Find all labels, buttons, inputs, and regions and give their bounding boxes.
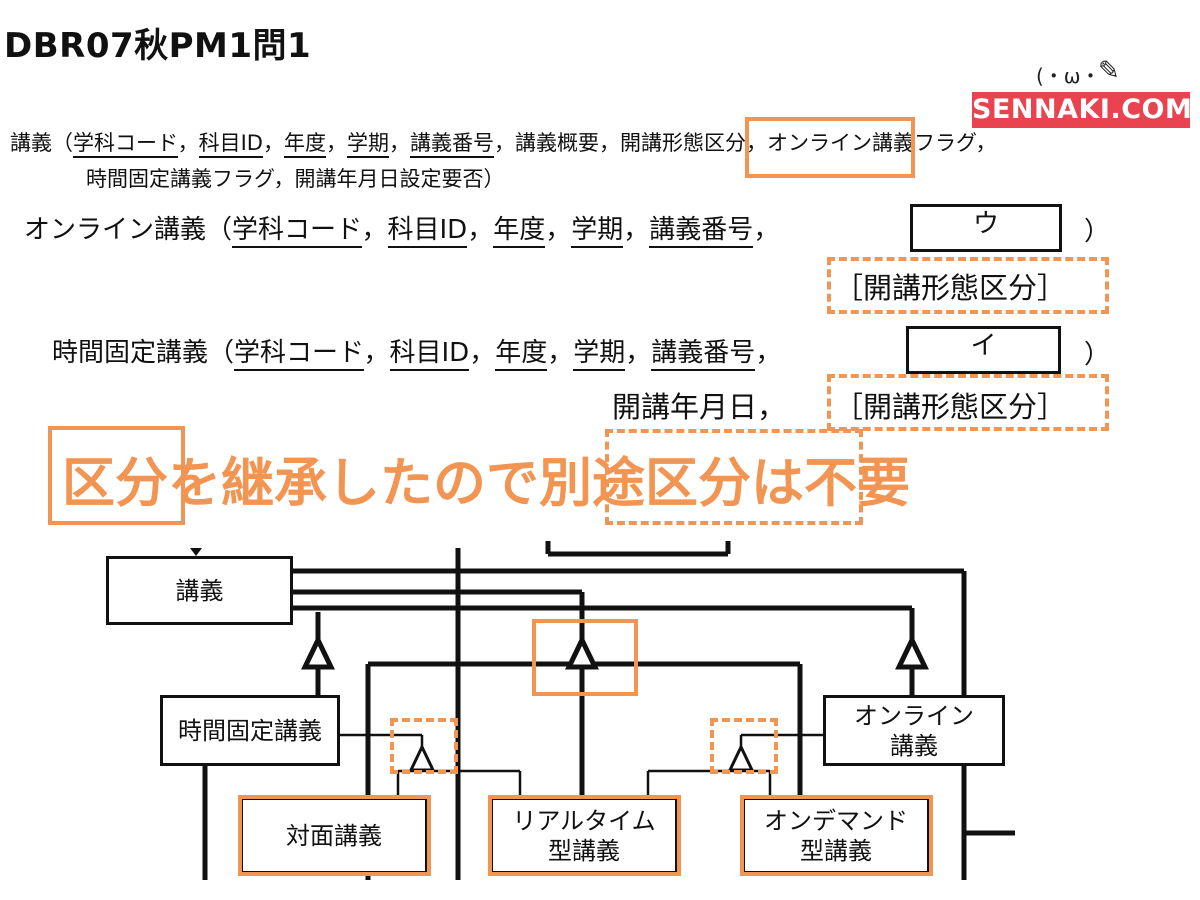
sep: ，: [753, 215, 780, 245]
key-attr: 科目ID: [387, 215, 468, 248]
sep: ，: [625, 338, 652, 368]
sep: ，: [469, 338, 496, 368]
key-attr: 学期: [346, 131, 389, 158]
lecture-relation-line1: 講義（学科コード，科目ID，年度，学期，講義番号，講義概要，開講形態区分，オンラ…: [10, 127, 997, 158]
highlight-realtime: [488, 795, 681, 876]
subtype-triangle-fixed: [301, 634, 335, 670]
key-attr: 年度: [495, 338, 548, 371]
fixed-relation: 時間固定講義（学科コード，科目ID，年度，学期，講義番号，: [52, 332, 782, 371]
entity-lecture: 講義: [106, 556, 293, 625]
division-attr: 開講形態区分: [619, 131, 746, 155]
subtype-triangle-online: [895, 634, 929, 670]
relation-name: 時間固定講義（: [52, 338, 235, 368]
page-title: DBR07秋PM1問1: [4, 26, 312, 66]
annotation-inherited: を継承したので: [168, 453, 539, 514]
lecture-relation-line2: 時間固定講義フラグ，開講年月日設定要否）: [86, 167, 505, 191]
entity-label: オンデマンド: [764, 806, 908, 835]
key-attr: 学科コード: [234, 338, 364, 371]
key-attr: 年度: [283, 131, 326, 158]
brush-icon: ✎: [1098, 56, 1120, 86]
highlight-main-triangle: [532, 619, 638, 696]
annotation-text: 区分を継承したので別途区分は不要: [62, 441, 910, 517]
blank-i: イ: [906, 326, 1061, 374]
sep: ，: [325, 131, 347, 155]
entity-label: リアルタイム: [512, 806, 656, 835]
sep: ，: [363, 338, 390, 368]
sep: ，: [388, 131, 410, 155]
highlight-right-triangle: [710, 718, 778, 774]
inherited-division-fixed: ［開講形態区分］: [834, 390, 1067, 424]
entity-label: 型講義: [548, 836, 620, 865]
blank-u: ウ: [910, 204, 1062, 252]
entity-face-to-face: 対面講義: [240, 797, 428, 874]
subtype-triangle-lecture: [565, 634, 599, 670]
highlight-face-to-face: [238, 795, 431, 876]
highlight-annotation-division: [48, 426, 185, 525]
online-relation: オンライン講義（学科コード，科目ID，年度，学期，講義番号，: [24, 209, 780, 248]
entity-ondemand: オンデマンド 型講義: [742, 797, 930, 874]
key-attr: 学科コード: [232, 215, 362, 248]
sep: ，: [177, 131, 199, 155]
key-attr: 学科コード: [73, 131, 178, 158]
key-attr: 学期: [573, 338, 626, 371]
annotation-separate-division: 別途区分: [539, 453, 751, 514]
highlight-left-triangle: [390, 718, 458, 774]
entity-label: 講義: [890, 731, 938, 760]
entity-label: オンライン: [854, 701, 974, 730]
entity-label: 型講義: [800, 836, 872, 865]
entity-online-lecture: オンライン 講義: [823, 695, 1005, 766]
key-attr: 科目ID: [389, 338, 470, 371]
relation-name: オンライン講義（: [24, 215, 233, 245]
open-date-attr: 開講年月日，: [612, 390, 787, 424]
sep: ，: [262, 131, 284, 155]
sep: ，: [623, 215, 650, 245]
close-paren: ）: [1084, 340, 1111, 370]
attr-text: ，オンライン講義フラグ，: [745, 131, 997, 155]
highlight-annotation-separate: [605, 429, 863, 525]
key-attr: 講義番号: [409, 131, 494, 158]
key-attr: 科目ID: [198, 131, 263, 158]
er-diagram-lines: [190, 541, 1015, 880]
sep: ，: [361, 215, 388, 245]
sep: ，: [545, 215, 572, 245]
relation-name: 講義（: [10, 131, 73, 155]
annotation-division: 区分: [62, 453, 168, 514]
highlight-inherited-fixed: [827, 374, 1109, 431]
sep: ，: [755, 338, 782, 368]
key-attr: 講義番号: [649, 215, 754, 248]
highlight-division-attr: [745, 117, 915, 178]
mascot-face: (・ω・: [1036, 64, 1101, 88]
key-attr: 年度: [493, 215, 546, 248]
brand-logo: SENNAKI.COM: [972, 92, 1192, 128]
key-attr: 学期: [571, 215, 624, 248]
entity-fixed-lecture: 時間固定講義: [160, 695, 340, 766]
highlight-ondemand: [740, 795, 933, 876]
inherited-division-online: ［開講形態区分］: [834, 271, 1067, 305]
sep: ，: [467, 215, 494, 245]
close-paren: ）: [1084, 217, 1111, 247]
key-attr: 講義番号: [651, 338, 756, 371]
annotation-unnecessary: は不要: [751, 453, 910, 514]
sep: ，: [547, 338, 574, 368]
highlight-inherited-online: [827, 257, 1109, 314]
attr-text: ，講義概要，: [493, 131, 620, 155]
